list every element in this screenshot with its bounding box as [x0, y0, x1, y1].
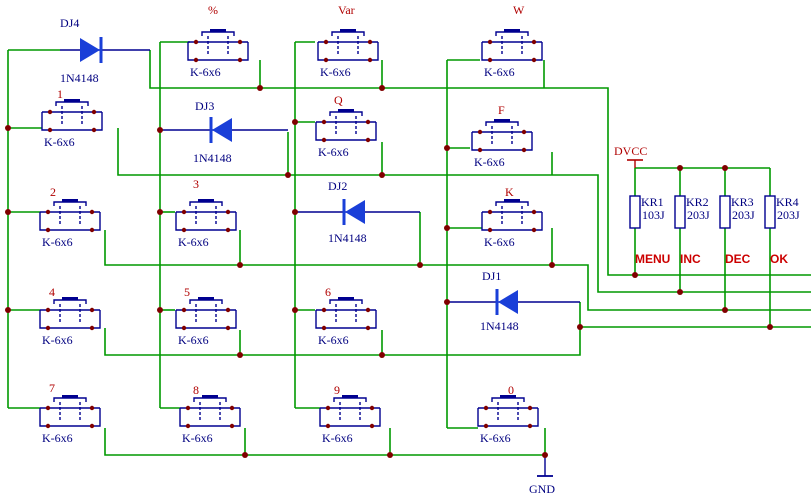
- key-part: K-6x6: [322, 431, 353, 445]
- diode-part: 1N4148: [328, 231, 367, 245]
- diode-dj4: DJ4 1N4148: [60, 16, 150, 85]
- key-part: K-6x6: [318, 333, 349, 347]
- diode-dj3: DJ3 1N4148: [160, 99, 288, 165]
- key-part: K-6x6: [178, 333, 209, 347]
- key-label: 1: [57, 87, 63, 101]
- key-switch-8: 8K-6x6: [179, 383, 241, 445]
- key-part: K-6x6: [42, 333, 73, 347]
- key-part: K-6x6: [190, 65, 221, 79]
- key-label: Var: [338, 3, 355, 17]
- key-switch-4: 4K-6x6: [39, 285, 101, 347]
- power-symbol: DVCC: [614, 144, 647, 168]
- key-part: K-6x6: [474, 155, 505, 169]
- key-label: 7: [49, 381, 55, 395]
- diode-dj1: DJ1 1N4148: [447, 269, 580, 333]
- key-label: K: [505, 185, 514, 199]
- diode-ref: DJ1: [482, 269, 501, 283]
- resistor-value: 203J: [777, 208, 800, 222]
- key-label: F: [498, 103, 505, 117]
- diode-ref: DJ4: [60, 16, 79, 30]
- net-label: DEC: [725, 252, 751, 266]
- diode-ref: DJ2: [328, 179, 347, 193]
- ground-label: GND: [529, 482, 555, 496]
- key-switch-w: W K-6x6: [481, 3, 543, 79]
- key-label: W: [513, 3, 525, 17]
- resistor-value: 103J: [642, 208, 665, 222]
- resistor-ref: KR2: [686, 195, 709, 209]
- key-label: 9: [334, 383, 340, 397]
- key-label: 2: [50, 185, 56, 199]
- ground-symbol: GND: [529, 455, 555, 496]
- net-label: MENU: [635, 252, 670, 266]
- key-part: K-6x6: [42, 431, 73, 445]
- key-switch-k: K K-6x6: [481, 185, 543, 249]
- key-label: 4: [49, 285, 55, 299]
- key-switch-9: 9K-6x6: [319, 383, 381, 445]
- key-part: K-6x6: [484, 65, 515, 79]
- net-label: INC: [680, 252, 701, 266]
- key-switch-3: 3K-6x6: [175, 177, 237, 249]
- key-label: 0: [508, 383, 514, 397]
- key-switch-0: 0K-6x6: [477, 383, 539, 445]
- resistor-ref: KR1: [641, 195, 664, 209]
- resistor-value: 203J: [687, 208, 710, 222]
- key-switches: %K-6x6VarK-6x6WK-6x61K-6x6QK-6x6FK-6x62K…: [39, 3, 543, 445]
- key-label: 8: [193, 383, 199, 397]
- key-part: K-6x6: [42, 235, 73, 249]
- key-switch-5: 5K-6x6: [175, 285, 237, 347]
- resistor-value: 203J: [732, 208, 755, 222]
- key-switch-percent: % K-6x6: [187, 3, 249, 79]
- key-part: K-6x6: [178, 235, 209, 249]
- diode-part: 1N4148: [480, 319, 519, 333]
- resistor-ref: KR4: [776, 195, 799, 209]
- diode-ref: DJ3: [195, 99, 214, 113]
- diode-part: 1N4148: [60, 71, 99, 85]
- key-label: 6: [325, 285, 331, 299]
- key-part: K-6x6: [484, 235, 515, 249]
- key-switch-f: F K-6x6: [471, 103, 533, 169]
- key-part: K-6x6: [44, 135, 75, 149]
- diode-dj2: DJ2 1N4148: [295, 179, 420, 245]
- key-switch-1: 1K-6x6: [41, 87, 103, 149]
- key-label: 5: [184, 285, 190, 299]
- key-switch-6: 6K-6x6: [315, 285, 377, 347]
- key-part: K-6x6: [320, 65, 351, 79]
- net-label: OK: [770, 252, 788, 266]
- diode-part: 1N4148: [193, 151, 232, 165]
- key-label: 3: [193, 177, 199, 191]
- key-part: K-6x6: [318, 145, 349, 159]
- key-switch-2: 2K-6x6: [39, 185, 101, 249]
- key-switch-q: Q K-6x6: [315, 93, 377, 159]
- resistor-ref: KR3: [731, 195, 754, 209]
- key-label: %: [208, 3, 218, 17]
- key-switch-7: 7K-6x6: [39, 381, 101, 445]
- key-part: K-6x6: [182, 431, 213, 445]
- power-label: DVCC: [614, 144, 647, 158]
- wire-net: [7, 41, 811, 456]
- key-label: Q: [334, 93, 343, 107]
- key-part: K-6x6: [480, 431, 511, 445]
- junction-dots: [5, 85, 773, 458]
